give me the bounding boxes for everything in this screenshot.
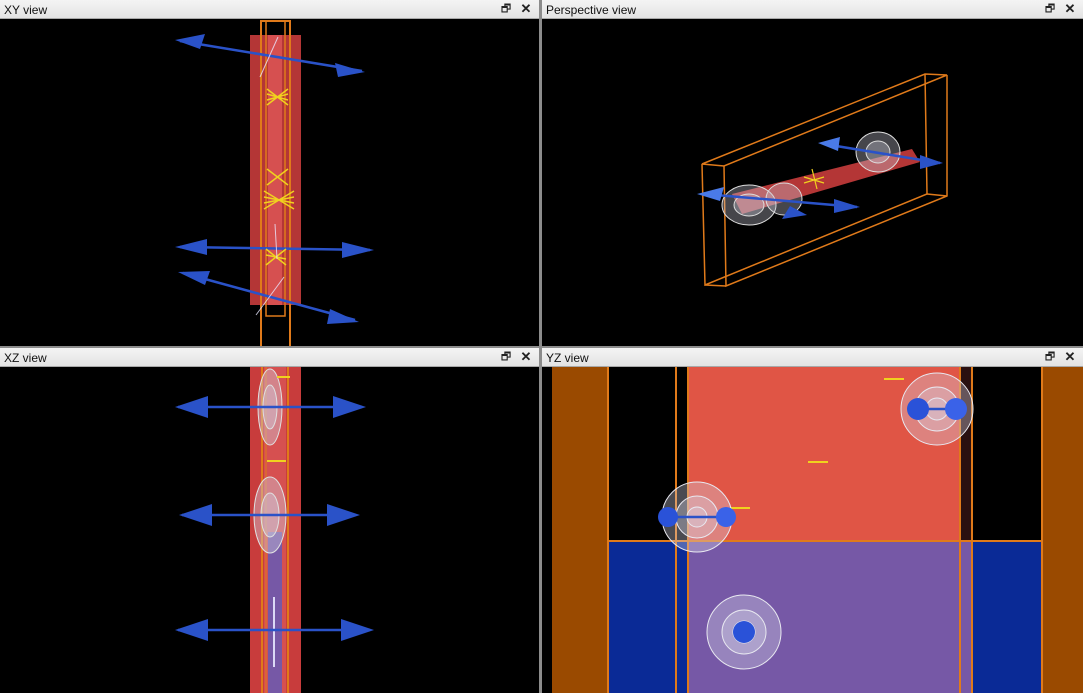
yz-right-wall (1042, 367, 1083, 693)
yz-node (733, 621, 755, 643)
yz-node (716, 507, 736, 527)
xy-arrow (179, 245, 371, 252)
yz-view-pane: YZ view 🗗 ✕ (542, 348, 1083, 693)
yz-scene (552, 367, 1083, 693)
perspective-box (701, 73, 948, 288)
xz-view-restore-icon[interactable]: 🗗 (500, 351, 512, 363)
xz-view-close-icon[interactable]: ✕ (520, 349, 532, 364)
xy-slab-core (268, 35, 282, 305)
yz-left-wall (552, 367, 608, 693)
yz-lower-fill-left (608, 541, 688, 693)
yz-view-canvas[interactable] (542, 367, 1083, 693)
xy-arrow (179, 39, 363, 73)
perspective-view-canvas[interactable] (542, 19, 1083, 346)
perspective-view-restore-icon[interactable]: 🗗 (1044, 3, 1056, 15)
yz-lower-fill-right (972, 541, 1042, 693)
xy-view-pane: XY view 🗗 ✕ (0, 0, 539, 346)
xy-view-title: XY view (4, 3, 48, 17)
yz-view-restore-icon[interactable]: 🗗 (1044, 351, 1056, 363)
xz-scene (175, 367, 374, 693)
xy-view-restore-icon[interactable]: 🗗 (500, 3, 512, 15)
xz-view-canvas[interactable] (0, 367, 539, 693)
xy-view-scene (175, 20, 374, 346)
xy-frame-inner (265, 20, 286, 317)
xy-view-titlebar: XY view 🗗 ✕ (0, 0, 539, 19)
xz-view-title: XZ view (4, 351, 47, 365)
xy-view-close-icon[interactable]: ✕ (520, 1, 532, 16)
perspective-view-titlebar: Perspective view 🗗 ✕ (542, 0, 1083, 19)
xy-view-canvas[interactable] (0, 19, 539, 346)
perspective-scene (697, 73, 948, 288)
yz-view-title: YZ view (546, 351, 589, 365)
perspective-view-pane: Perspective view 🗗 ✕ (542, 0, 1083, 346)
xy-arrow (182, 271, 356, 322)
yz-node (658, 507, 678, 527)
yz-node (945, 398, 967, 420)
xz-view-pane: XZ view 🗗 ✕ (0, 348, 539, 693)
yz-node (907, 398, 929, 420)
yz-view-titlebar: YZ view 🗗 ✕ (542, 348, 1083, 367)
perspective-slab (732, 149, 920, 214)
perspective-view-title: Perspective view (546, 3, 637, 17)
yz-view-close-icon[interactable]: ✕ (1064, 349, 1076, 364)
xy-markers (263, 88, 295, 266)
perspective-view-close-icon[interactable]: ✕ (1064, 1, 1076, 16)
xz-view-titlebar: XZ view 🗗 ✕ (0, 348, 539, 367)
